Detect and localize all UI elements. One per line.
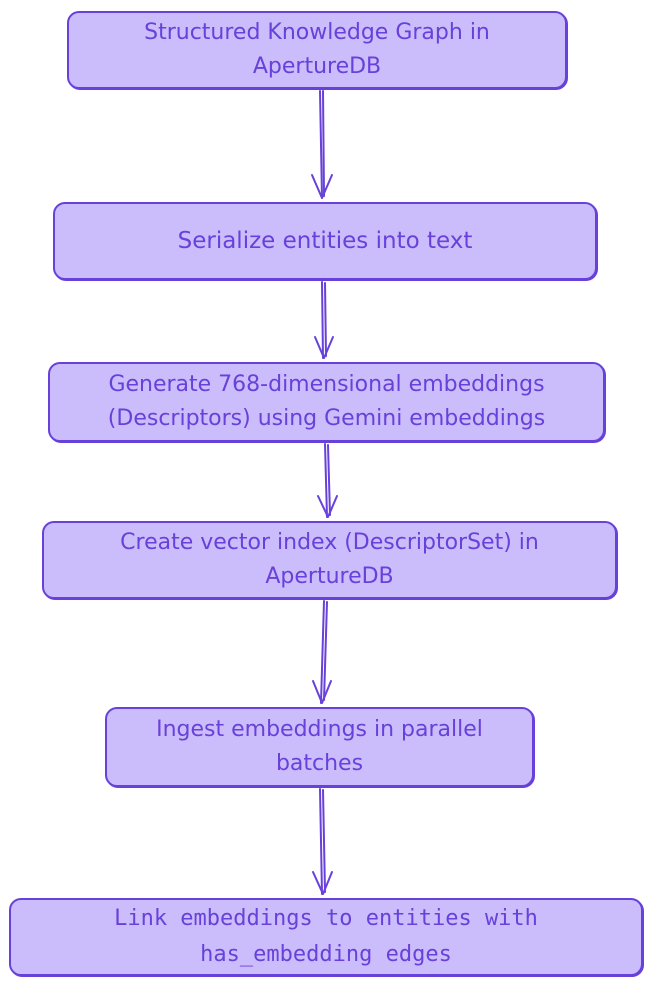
edge-5-to-6 (312, 788, 333, 895)
node-1-label-line-1: Structured Knowledge Graph in (144, 20, 490, 45)
edge-1-to-2 (311, 90, 333, 199)
node-6-label-line-1: Link embeddings to entities with (114, 906, 538, 931)
node-1-label-line-2: ApertureDB (252, 54, 382, 79)
edge-3-to-4 (317, 443, 338, 518)
node-ingest-embeddings: Ingest embeddings in parallel batches (105, 707, 534, 787)
edge-2-to-3 (314, 281, 334, 359)
node-4-label-line-2: ApertureDB (265, 564, 394, 589)
node-serialize-entities: Serialize entities into text (53, 202, 597, 280)
node-4-label-line-1: Create vector index (DescriptorSet) in (120, 530, 539, 555)
node-create-vector-index: Create vector index (DescriptorSet) in A… (42, 521, 617, 599)
node-generate-embeddings: Generate 768-dimensional embeddings (Des… (48, 362, 605, 442)
node-3-label-line-2: (Descriptors) using Gemini embeddings (107, 406, 546, 431)
node-structured-knowledge-graph: Structured Knowledge Graph in ApertureDB (67, 11, 567, 89)
node-5-label-line-2: batches (275, 751, 364, 776)
node-3-label-line-1: Generate 768-dimensional embeddings (108, 372, 545, 397)
node-6-label-line-2: has_embedding edges (200, 942, 452, 967)
node-5-label-line-1: Ingest embeddings in parallel (156, 717, 483, 742)
edge-4-to-5 (312, 600, 332, 704)
node-link-embeddings: Link embeddings to entities with has_emb… (9, 898, 643, 976)
node-2-label-line-1: Serialize entities into text (177, 228, 473, 254)
